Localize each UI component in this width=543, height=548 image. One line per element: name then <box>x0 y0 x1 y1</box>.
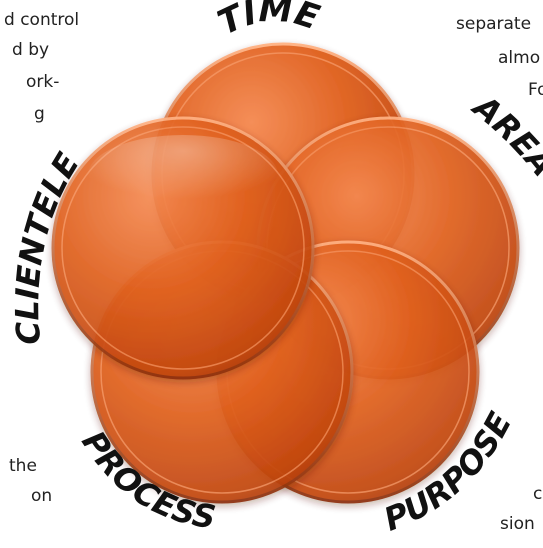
disc-clientele <box>53 118 313 378</box>
label-time: TIME <box>212 0 324 43</box>
